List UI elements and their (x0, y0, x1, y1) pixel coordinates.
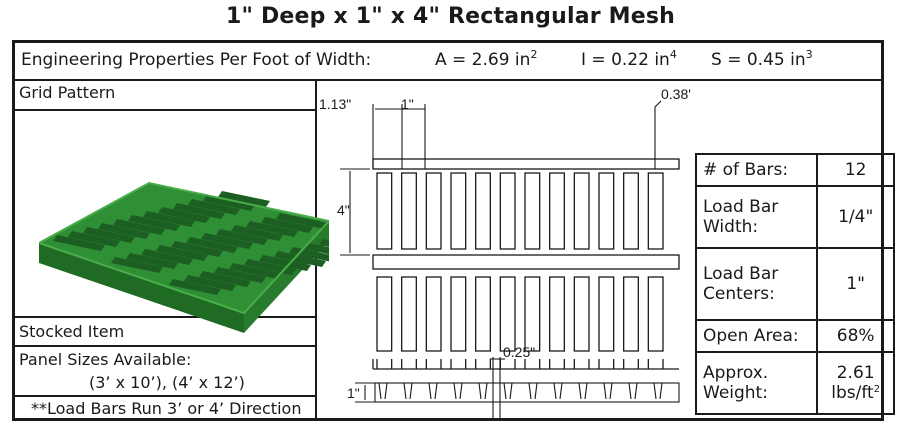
spec-label: Approx. Weight: (694, 351, 819, 415)
section-modulus-value: S = 0.45 in3 (711, 48, 813, 70)
dimension-edge-label: 0.38' (661, 86, 691, 102)
spec-value: 12 (816, 153, 895, 187)
dimension-pitch-label: 1.13" (319, 96, 351, 112)
spec-label: Open Area: (694, 319, 819, 353)
spec-value: 68% (816, 319, 895, 353)
spec-row: Open Area: 68% (694, 319, 895, 353)
spec-label: Load Bar Centers: (694, 247, 819, 321)
area-value: A = 2.69 in2 (435, 48, 538, 70)
dimension-center-label: 1" (401, 96, 414, 112)
spec-row: Load Bar Width: 1/4" (694, 185, 895, 249)
spec-label: Load Bar Width: (694, 185, 819, 249)
divider (15, 395, 315, 397)
divider (15, 109, 315, 111)
dimension-thickness-label: 0.25" (503, 344, 535, 360)
spec-value: 1" (816, 247, 895, 321)
spec-value: 2.61 lbs/ft2 (816, 351, 895, 415)
stocked-item-label: Stocked Item (19, 322, 125, 341)
divider (15, 316, 315, 318)
grating-photo (39, 181, 329, 333)
page-title: 1" Deep x 1" x 4" Rectangular Mesh (225, 4, 676, 29)
engineering-properties-row: Engineering Properties Per Foot of Width… (15, 43, 881, 81)
spec-row: # of Bars: 12 (694, 153, 895, 187)
dimension-depth-label: 1" (347, 385, 360, 401)
spec-value: 1/4" (816, 185, 895, 249)
dimension-height-label: 4" (337, 202, 350, 218)
spec-table: # of Bars: 12 Load Bar Width: 1/4" Load … (694, 153, 895, 415)
spec-label: # of Bars: (694, 153, 819, 187)
divider (15, 345, 315, 347)
mesh-dimension-drawing: 1.13" 1" 0.38' 4" 0.25" 1" (319, 86, 691, 418)
panel-sizes-value: (3’ x 10’), (4’ x 12’) (89, 373, 245, 392)
load-bars-note: **Load Bars Run 3’ or 4’ Direction (31, 399, 302, 418)
panel-sizes-label: Panel Sizes Available: (19, 350, 192, 369)
spec-row: Load Bar Centers: 1" (694, 247, 895, 321)
grid-pattern-label: Grid Pattern (19, 83, 116, 102)
spec-sheet-frame: Engineering Properties Per Foot of Width… (12, 40, 895, 421)
left-column: Grid Pattern Stocked Item Panel Sizes Av… (15, 79, 317, 418)
spec-row: Approx. Weight: 2.61 lbs/ft2 (694, 351, 895, 415)
inertia-value: I = 0.22 in4 (581, 48, 677, 70)
properties-label: Engineering Properties Per Foot of Width… (21, 50, 372, 70)
